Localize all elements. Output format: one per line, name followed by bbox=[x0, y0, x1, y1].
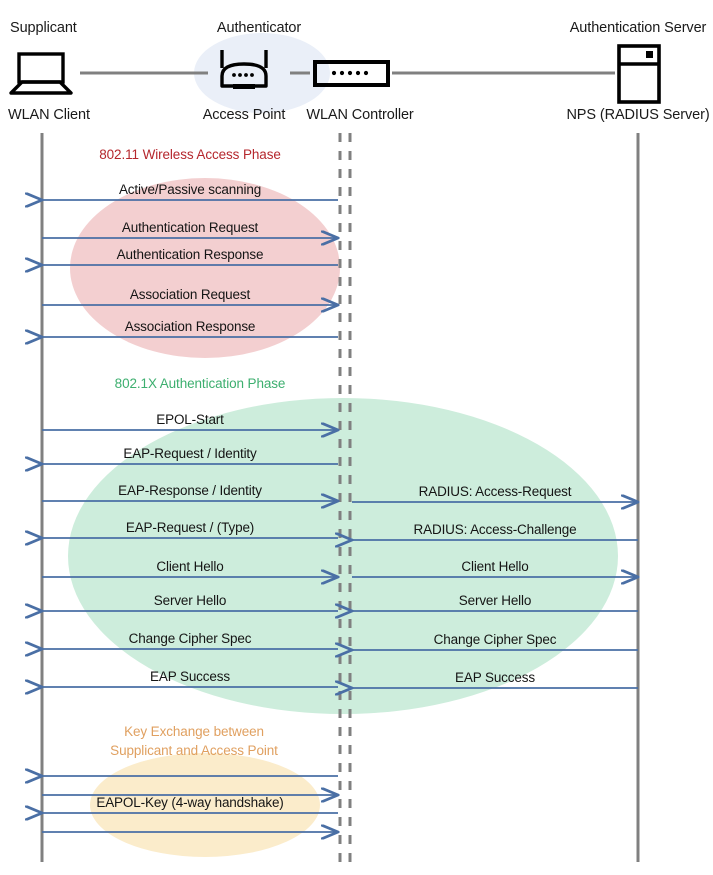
message-label: Authentication Request bbox=[121, 220, 259, 235]
actor-role-authenticator: Authenticator bbox=[216, 20, 302, 36]
message-label: EPOL-Start bbox=[156, 412, 224, 427]
message-label: Association Request bbox=[129, 287, 251, 302]
message-arrows-right bbox=[352, 502, 638, 688]
actor-role-supplicant: Supplicant bbox=[10, 20, 77, 36]
server-icon bbox=[617, 44, 661, 104]
message-label: EAPOL-Key (4-way handshake) bbox=[96, 795, 284, 810]
actor-device-wlan-client: WLAN Client bbox=[8, 107, 90, 123]
actor-device-wlan-controller: WLAN Controller bbox=[306, 107, 414, 123]
message-label: RADIUS: Access-Challenge bbox=[413, 522, 577, 537]
message-arrows-left bbox=[42, 200, 338, 832]
message-label: EAP Success bbox=[455, 670, 535, 685]
phase-label-key-exchange: Key Exchange between Supplicant and Acce… bbox=[110, 722, 278, 760]
phase-label-key-exchange-line2: Supplicant and Access Point bbox=[110, 743, 278, 758]
access-point-leds bbox=[232, 73, 254, 77]
message-label: Server Hello bbox=[458, 593, 532, 608]
phase-80211-ellipse bbox=[70, 178, 340, 358]
message-label: EAP-Response / Identity bbox=[118, 483, 262, 498]
wlan-controller-icon bbox=[313, 60, 390, 87]
message-label: Server Hello bbox=[153, 593, 227, 608]
message-label: Client Hello bbox=[156, 559, 224, 574]
message-label: Authentication Response bbox=[116, 247, 264, 262]
message-label: EAP-Request / Identity bbox=[123, 446, 257, 461]
phase-label-80211: 802.11 Wireless Access Phase bbox=[99, 147, 281, 162]
phase-label-key-exchange-line1: Key Exchange between bbox=[124, 724, 264, 739]
message-label: Change Cipher Spec bbox=[433, 632, 557, 647]
message-label: Active/Passive scanning bbox=[118, 182, 262, 197]
phase-8021x-ellipse bbox=[68, 398, 618, 714]
laptop-icon bbox=[9, 52, 73, 95]
phase-label-8021x: 802.1X Authentication Phase bbox=[114, 376, 286, 391]
message-label: Association Response bbox=[124, 319, 256, 334]
wlan-controller-leds bbox=[331, 70, 369, 76]
message-label: Client Hello bbox=[461, 559, 529, 574]
phase-keyexchange-ellipse bbox=[90, 753, 320, 857]
actor-device-nps-radius-server: NPS (RADIUS Server) bbox=[566, 107, 710, 123]
message-label: EAP Success bbox=[150, 669, 230, 684]
message-label: RADIUS: Access-Request bbox=[418, 484, 572, 499]
authenticator-highlight bbox=[194, 33, 330, 113]
message-label: Change Cipher Spec bbox=[128, 631, 252, 646]
message-label: EAP-Request / (Type) bbox=[125, 520, 255, 535]
access-point-icon bbox=[220, 50, 268, 89]
actor-device-access-point: Access Point bbox=[202, 107, 286, 123]
actor-role-authentication-server: Authentication Server bbox=[569, 20, 707, 36]
